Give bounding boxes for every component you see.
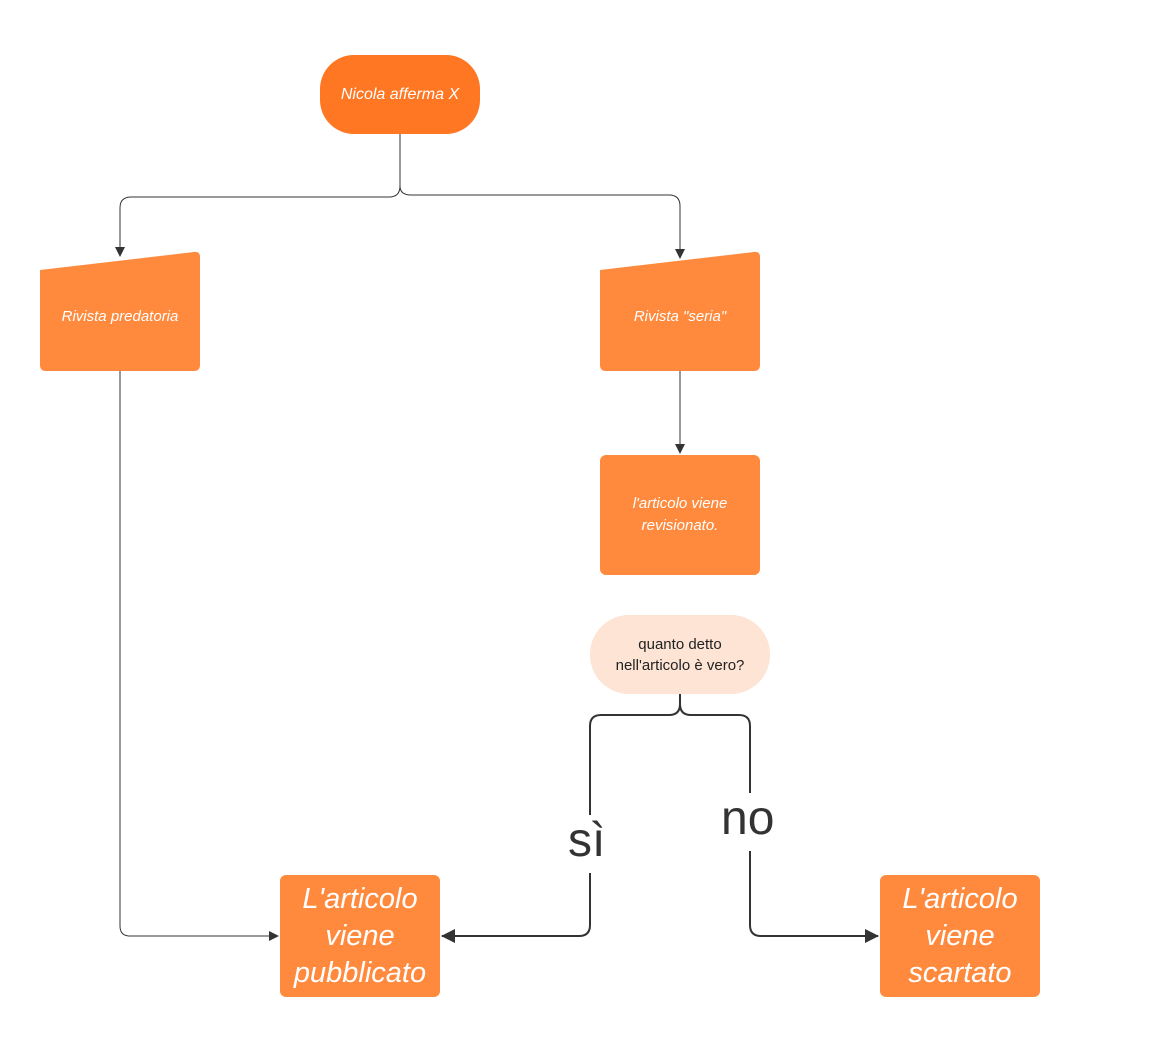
no-edge-label: no [719, 793, 777, 851]
edge-predatory-to-published [119, 371, 279, 941]
question-node [590, 615, 770, 694]
edge-question-to-published [441, 694, 681, 943]
edge-start-to-predatory [115, 134, 401, 257]
rejected-node [880, 875, 1040, 997]
published-node [280, 875, 440, 997]
predatory-journal-node [40, 251, 200, 371]
serious-journal-node [600, 251, 760, 371]
start-node [320, 55, 480, 134]
edge-question-to-rejected [679, 694, 879, 943]
yes-edge-label: sì [566, 815, 608, 873]
edge-start-to-serious [399, 134, 685, 259]
reviewed-node [600, 455, 760, 575]
